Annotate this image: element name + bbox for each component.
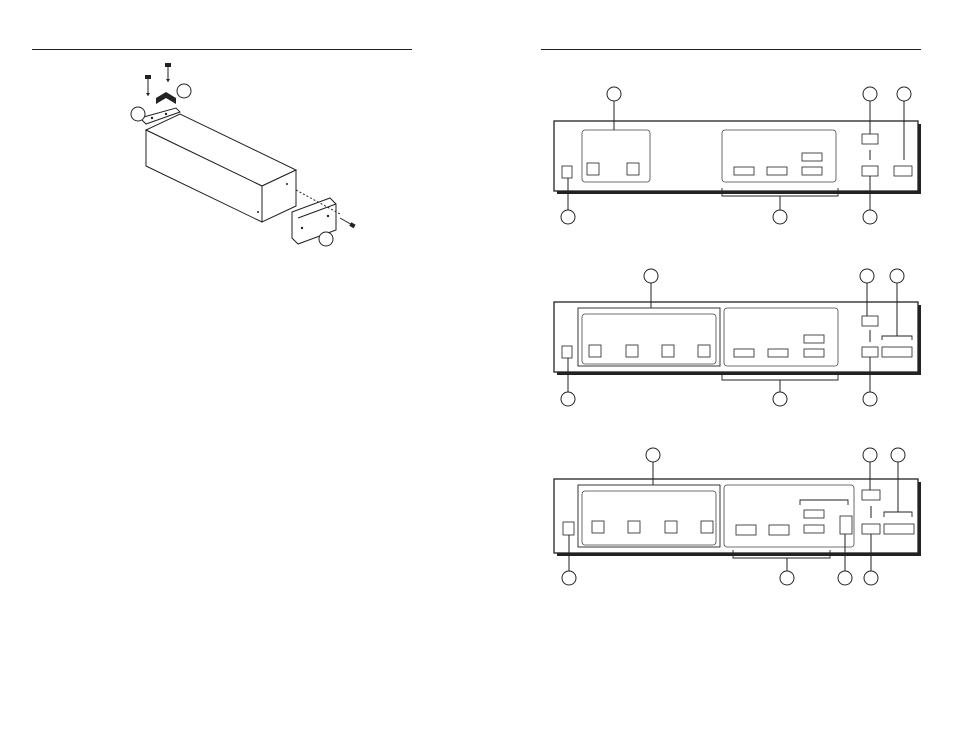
usb-b-port <box>587 163 599 175</box>
usb-a-port <box>804 525 824 533</box>
usb-a-port <box>734 167 754 175</box>
terminal-block <box>862 134 878 144</box>
dip-switch <box>840 516 852 534</box>
terminal-block <box>884 524 914 534</box>
power-connector <box>562 346 572 358</box>
terminal-block <box>862 347 878 357</box>
usb-b-port <box>665 521 677 533</box>
usb-b-port <box>627 163 639 175</box>
usb-a-port <box>804 335 824 343</box>
terminal-block <box>882 347 912 357</box>
usb-b-port <box>628 521 640 533</box>
usb-a-port <box>804 349 824 357</box>
usb-a-port <box>802 153 822 161</box>
usb-a-port <box>767 167 787 175</box>
terminal-block <box>862 490 880 500</box>
terminal-block <box>862 524 880 534</box>
usb-a-port <box>769 525 789 535</box>
terminal-block <box>862 316 878 326</box>
usb-b-port <box>626 345 638 357</box>
power-connector <box>563 522 574 535</box>
usb-a-port <box>802 167 822 175</box>
usb-b-port <box>662 345 674 357</box>
four-port-panel-with-switch <box>554 448 921 585</box>
usb-a-port <box>804 510 824 518</box>
usb-a-port <box>736 525 756 535</box>
two-port-panel <box>554 87 921 224</box>
usb-b-port <box>701 521 713 533</box>
usb-a-port <box>768 349 788 357</box>
usb-a-port <box>734 349 754 357</box>
usb-b-port <box>698 345 710 357</box>
terminal-block <box>894 166 912 176</box>
terminal-block <box>862 166 878 176</box>
usb-b-port <box>589 345 601 357</box>
four-port-panel <box>554 269 921 406</box>
usb-b-port <box>592 521 604 533</box>
power-connector <box>562 166 572 178</box>
